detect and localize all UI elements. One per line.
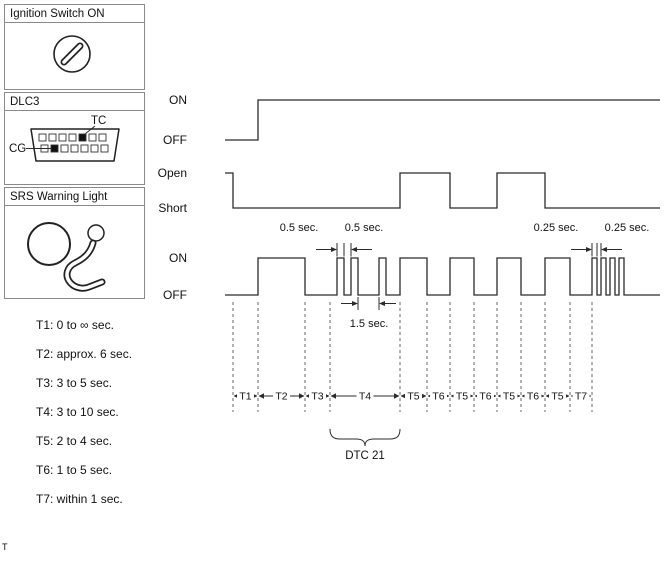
lamp-on-label: ON bbox=[169, 251, 187, 265]
dlc3-panel-title: DLC3 bbox=[5, 93, 144, 111]
blink-off-duration-label: 0.5 sec. bbox=[345, 222, 384, 234]
ignition-panel-title: Ignition Switch ON bbox=[5, 5, 144, 23]
srs-airbag-warning-icon bbox=[27, 222, 106, 292]
ignition-switch-panel: Ignition Switch ON bbox=[4, 4, 145, 90]
interval-label: T6 bbox=[432, 391, 444, 403]
interval-label: T4 bbox=[359, 391, 371, 403]
ignition-switch-waveform bbox=[225, 99, 660, 141]
page-corner-mark: T bbox=[2, 542, 8, 552]
interval-label: T6 bbox=[527, 391, 539, 403]
legend-item-t5: T5: 2 to 4 sec. bbox=[36, 434, 113, 448]
legend-item-t3: T3: 3 to 5 sec. bbox=[36, 376, 113, 390]
tc-terminal-label: TC bbox=[91, 115, 106, 127]
signal-state-labels: ON OFF Open Short ON OFF bbox=[158, 93, 188, 302]
signal-waveforms bbox=[225, 99, 660, 296]
tc-short-label: Short bbox=[158, 201, 187, 215]
interval-label: T6 bbox=[479, 391, 491, 403]
interval-arrow-row: T1 T2 T3 T4 T5 T6 T5 T6 T5 T6 T5 T7 bbox=[233, 390, 592, 403]
legend-item-t4: T4: 3 to 10 sec. bbox=[36, 405, 119, 419]
measurement-annotations: 0.5 sec. 0.5 sec. 1.5 sec. 0.25 sec. 0.2… bbox=[280, 222, 650, 330]
ignition-on-label: ON bbox=[169, 93, 187, 107]
srs-panel-title: SRS Warning Light bbox=[5, 188, 144, 206]
cg-terminal-label: CG bbox=[9, 143, 26, 155]
tc-cg-terminal-waveform bbox=[225, 172, 660, 209]
srs-warning-light-waveform bbox=[225, 257, 660, 296]
interval-label: T5 bbox=[551, 391, 563, 403]
code-pause-duration-label: 1.5 sec. bbox=[350, 318, 389, 330]
interval-label: T5 bbox=[503, 391, 515, 403]
interval-label: T7 bbox=[575, 391, 587, 403]
dtc-brace: DTC 21 bbox=[329, 428, 401, 462]
legend-item-t2: T2: approx. 6 sec. bbox=[36, 347, 133, 361]
dtc-code-label: DTC 21 bbox=[345, 450, 385, 462]
legend-item-t6: T6: 1 to 5 sec. bbox=[36, 463, 113, 477]
interval-label: T1 bbox=[239, 391, 251, 403]
lamp-off-label: OFF bbox=[163, 288, 187, 302]
legend-item-t1: T1: 0 to ∞ sec. bbox=[36, 318, 114, 332]
timing-legend: T1: 0 to ∞ sec. T2: approx. 6 sec. T3: 3… bbox=[36, 311, 132, 514]
dlc3-connector-icon: TC CG bbox=[9, 115, 120, 162]
interval-label: T2 bbox=[275, 391, 287, 403]
fast-blink-off-duration-label: 0.25 sec. bbox=[605, 222, 650, 234]
tc-open-label: Open bbox=[158, 166, 187, 180]
fast-blink-on-duration-label: 0.25 sec. bbox=[534, 222, 579, 234]
interval-label: T5 bbox=[456, 391, 468, 403]
blink-on-duration-label: 0.5 sec. bbox=[280, 222, 319, 234]
legend-item-t7: T7: within 1 sec. bbox=[36, 492, 123, 506]
dlc3-panel: DLC3 TC CG bbox=[4, 92, 145, 185]
ignition-off-label: OFF bbox=[163, 133, 187, 147]
ignition-key-icon bbox=[53, 35, 91, 73]
srs-warning-light-panel: SRS Warning Light bbox=[4, 187, 145, 299]
interval-label: T5 bbox=[407, 391, 419, 403]
connector-pins bbox=[38, 133, 109, 153]
time-boundaries bbox=[232, 302, 593, 412]
interval-label: T3 bbox=[311, 391, 323, 403]
